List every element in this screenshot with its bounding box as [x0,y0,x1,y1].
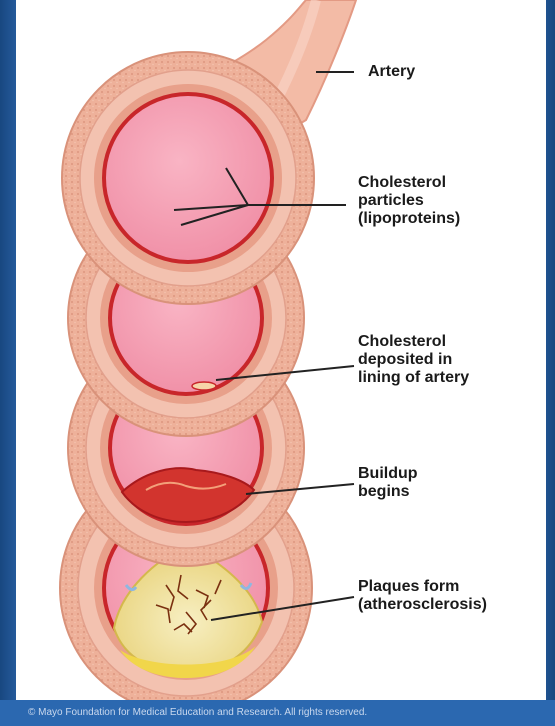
label-plaques-form: Plaques form (atherosclerosis) [358,578,487,614]
copyright-bar: © Mayo Foundation for Medical Education … [0,700,555,726]
diagram-panel: Artery Cholesterol particles (lipoprotei… [16,0,546,700]
label-buildup-begins: Buildup begins [358,465,418,501]
label-artery: Artery [368,63,415,81]
label-cholesterol-deposited: Cholesterol deposited in lining of arter… [358,333,469,387]
label-cholesterol-particles: Cholesterol particles (lipoproteins) [358,174,460,228]
copyright-text: © Mayo Foundation for Medical Education … [28,707,367,718]
artery-section-particles [62,52,314,304]
